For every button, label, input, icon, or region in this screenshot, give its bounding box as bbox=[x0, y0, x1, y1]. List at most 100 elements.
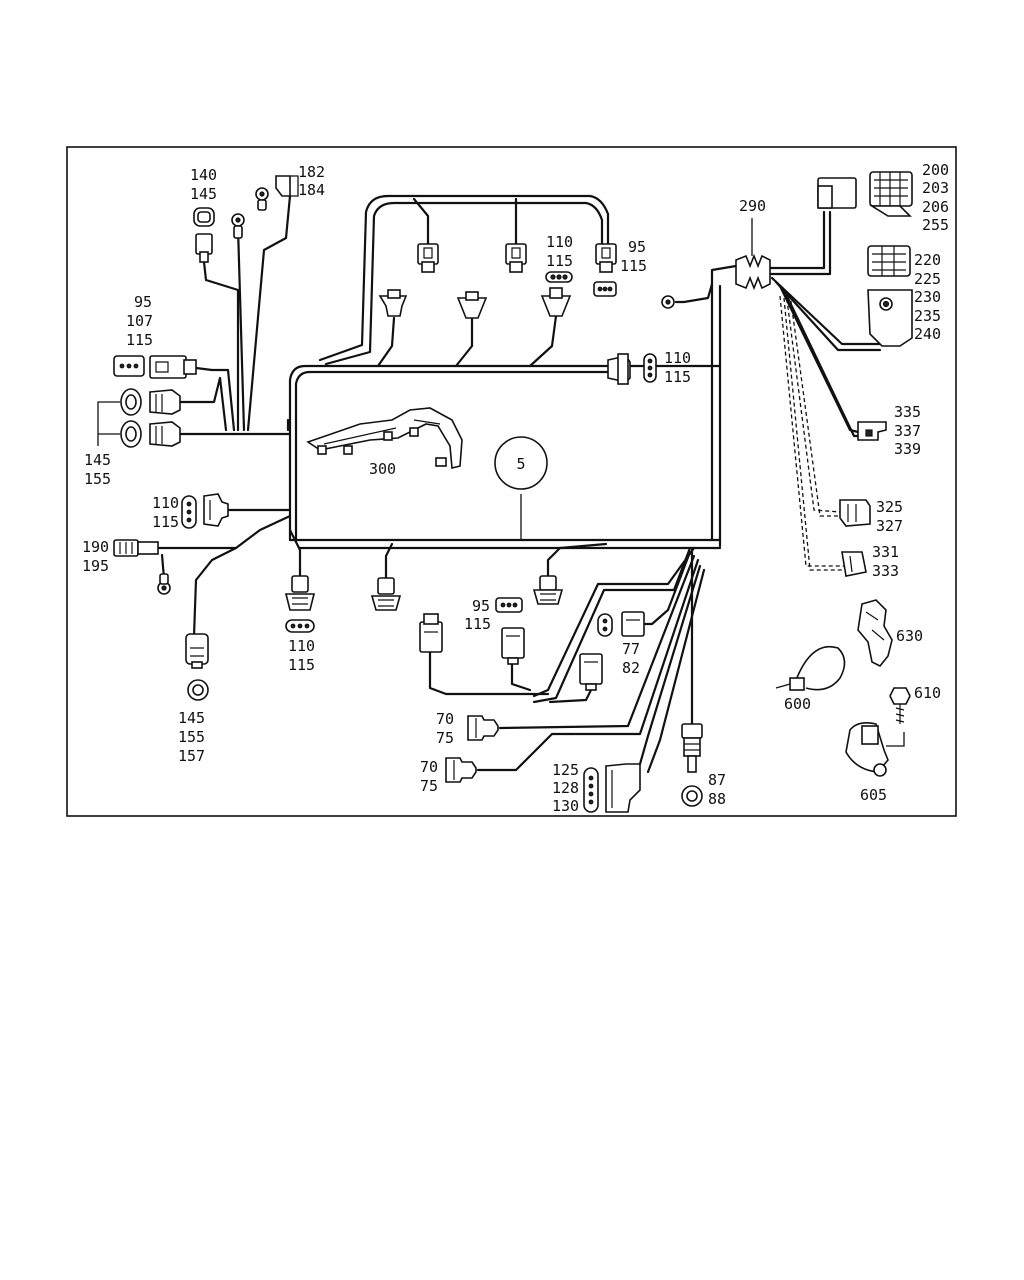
connector-bottom-5 bbox=[501, 627, 525, 665]
connector-top-2 bbox=[505, 243, 527, 273]
callout-5-label: 5 bbox=[516, 455, 525, 473]
connector-bottom-1 bbox=[284, 575, 316, 633]
label-339: 339 bbox=[894, 440, 921, 458]
label-335: 335 bbox=[894, 403, 921, 421]
label-235: 235 bbox=[914, 307, 941, 325]
label-225: 225 bbox=[914, 270, 941, 288]
label-155-bottom: 155 bbox=[178, 728, 205, 746]
label-333: 333 bbox=[872, 562, 899, 580]
bracket-230 bbox=[867, 289, 913, 347]
label-140: 140 bbox=[190, 166, 217, 184]
connector-top-3 bbox=[595, 243, 617, 273]
label-605: 605 bbox=[860, 786, 887, 804]
label-110-right: 110 bbox=[664, 349, 691, 367]
label-95-bottom: 95 bbox=[472, 597, 490, 615]
connector-bottom-4 bbox=[419, 613, 443, 653]
label-337: 337 bbox=[894, 422, 921, 440]
label-195: 195 bbox=[82, 557, 109, 575]
connector-70-b bbox=[445, 757, 477, 783]
label-184: 184 bbox=[298, 181, 325, 199]
screw-610 bbox=[889, 687, 911, 724]
connector-mid-2 bbox=[456, 291, 488, 319]
label-630: 630 bbox=[896, 627, 923, 645]
connector-bottom-6 bbox=[579, 653, 603, 691]
label-115-bottom-2: 115 bbox=[464, 615, 491, 633]
label-115-top-2: 115 bbox=[620, 257, 647, 275]
label-327: 327 bbox=[876, 517, 903, 535]
label-95: 95 bbox=[134, 293, 152, 311]
connector-left-145b bbox=[120, 420, 181, 448]
connector-200 bbox=[817, 171, 913, 217]
label-145-left: 145 bbox=[84, 451, 111, 469]
harness-wires bbox=[156, 194, 882, 774]
label-610: 610 bbox=[914, 684, 941, 702]
label-115-left: 115 bbox=[152, 513, 179, 531]
label-110-left: 110 bbox=[152, 494, 179, 512]
label-600: 600 bbox=[784, 695, 811, 713]
label-128: 128 bbox=[552, 779, 579, 797]
seal-top-110 bbox=[545, 271, 573, 283]
label-110-top: 110 bbox=[546, 233, 573, 251]
label-290: 290 bbox=[739, 197, 766, 215]
label-230: 230 bbox=[914, 288, 941, 306]
label-206: 206 bbox=[922, 198, 949, 216]
label-130: 130 bbox=[552, 797, 579, 815]
ring-terminal-right bbox=[661, 295, 675, 309]
connector-220 bbox=[867, 245, 911, 277]
label-75-b: 75 bbox=[420, 777, 438, 795]
label-325: 325 bbox=[876, 498, 903, 516]
connector-left-110 bbox=[181, 493, 229, 529]
label-240: 240 bbox=[914, 325, 941, 343]
part-labels: 140 145 182 184 95 107 115 145 155 110 1… bbox=[82, 161, 949, 815]
label-300: 300 bbox=[369, 460, 396, 478]
label-220: 220 bbox=[914, 251, 941, 269]
plug-bottom-95 bbox=[495, 597, 523, 613]
label-200: 200 bbox=[922, 161, 949, 179]
label-115-bottom: 115 bbox=[288, 656, 315, 674]
plug-top-95 bbox=[593, 281, 617, 297]
label-115-top: 115 bbox=[546, 252, 573, 270]
ring-terminals-182 bbox=[231, 175, 291, 239]
cable-tie-600 bbox=[775, 646, 846, 691]
connector-190 bbox=[113, 539, 171, 595]
connector-70-a bbox=[467, 715, 499, 741]
label-70-b: 70 bbox=[420, 758, 438, 776]
label-115: 115 bbox=[126, 331, 153, 349]
label-255: 255 bbox=[922, 216, 949, 234]
label-70-a: 70 bbox=[436, 710, 454, 728]
connector-325 bbox=[839, 499, 871, 527]
connector-left-145a bbox=[120, 388, 181, 416]
diagram-frame bbox=[66, 146, 957, 817]
harness-rail-300 bbox=[306, 407, 463, 470]
connector-left-bottom-145 bbox=[185, 633, 209, 701]
label-87: 87 bbox=[708, 771, 726, 789]
bracket-145-155 bbox=[97, 401, 120, 446]
terminal-335 bbox=[857, 421, 887, 441]
connector-top-1 bbox=[417, 243, 439, 273]
label-82: 82 bbox=[622, 659, 640, 677]
label-331: 331 bbox=[872, 543, 899, 561]
connector-bottom-3 bbox=[532, 575, 564, 605]
connector-bottom-2 bbox=[370, 577, 402, 611]
terminal-331 bbox=[841, 551, 867, 577]
clamp-605 bbox=[845, 722, 889, 777]
label-145-bottom: 145 bbox=[178, 709, 205, 727]
label-203: 203 bbox=[922, 179, 949, 197]
label-110-bottom: 110 bbox=[288, 637, 315, 655]
grommet-290 bbox=[735, 218, 771, 291]
label-115-right: 115 bbox=[664, 368, 691, 386]
label-95-top: 95 bbox=[628, 238, 646, 256]
leader-182 bbox=[290, 175, 299, 197]
label-107: 107 bbox=[126, 312, 153, 330]
label-190: 190 bbox=[82, 538, 109, 556]
connector-77 bbox=[597, 611, 645, 637]
label-125: 125 bbox=[552, 761, 579, 779]
label-155-left: 155 bbox=[84, 470, 111, 488]
sensor-140 bbox=[193, 207, 215, 263]
connector-right-110 bbox=[607, 353, 657, 385]
label-77: 77 bbox=[622, 640, 640, 658]
sensor-87 bbox=[681, 723, 703, 807]
label-182: 182 bbox=[298, 163, 325, 181]
leader-610 bbox=[886, 732, 905, 747]
